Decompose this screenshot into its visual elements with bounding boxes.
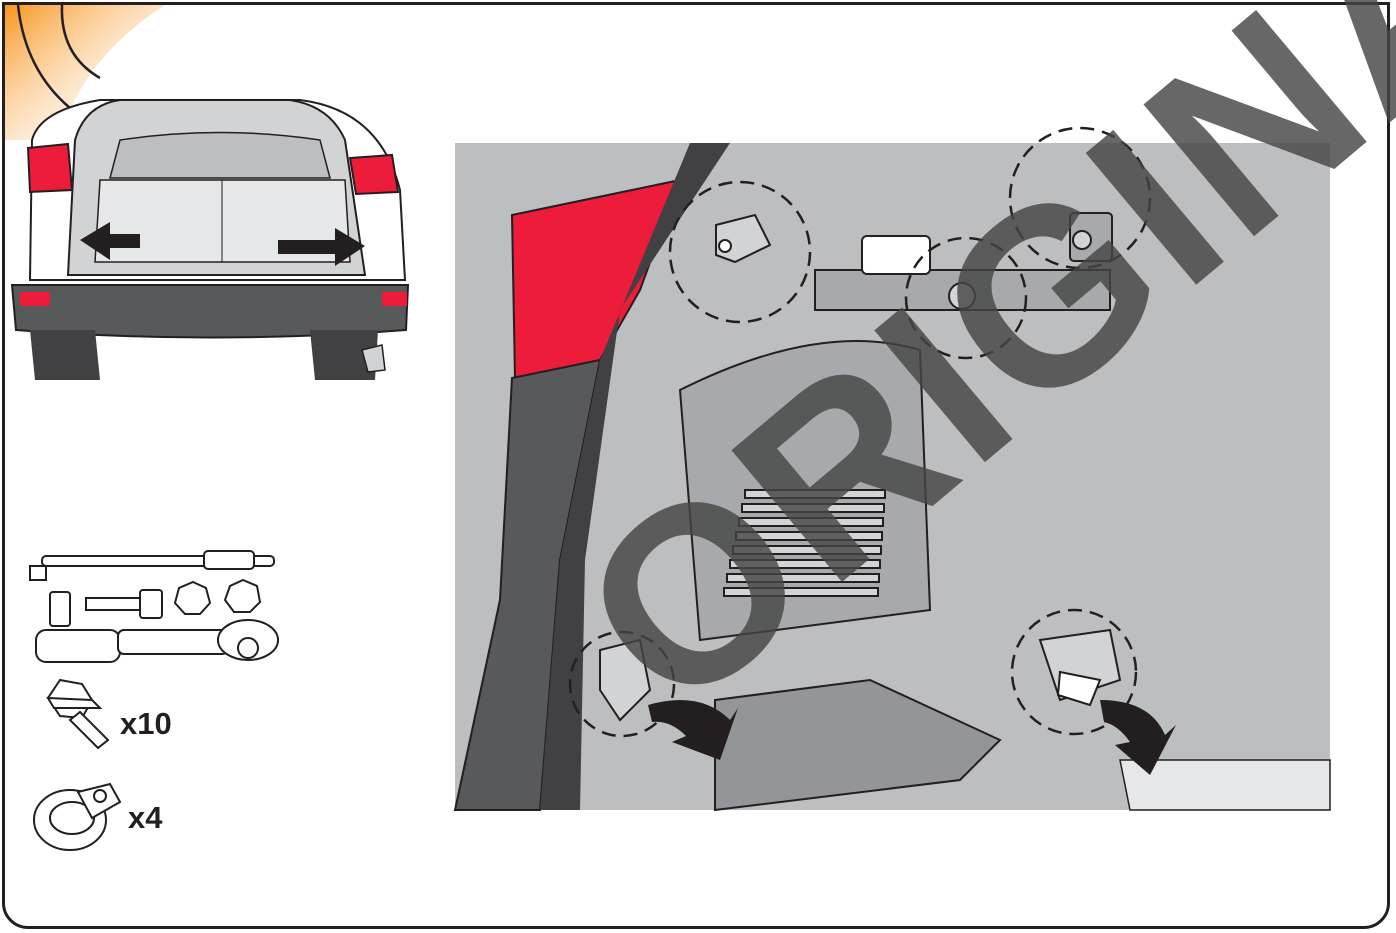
trunk-interior-scene (453, 126, 1331, 812)
bolt-quantity-label: x10 (120, 706, 172, 741)
curved-arrow-icon (648, 700, 1176, 775)
corner-accent (5, 4, 165, 140)
ring-quantity-label: x4 (128, 800, 163, 835)
tie-down-ring-icon (33, 782, 122, 851)
vehicle-rear-icon (10, 99, 410, 380)
flange-bolt-icon (46, 678, 110, 750)
tool-set-icon (29, 550, 279, 663)
